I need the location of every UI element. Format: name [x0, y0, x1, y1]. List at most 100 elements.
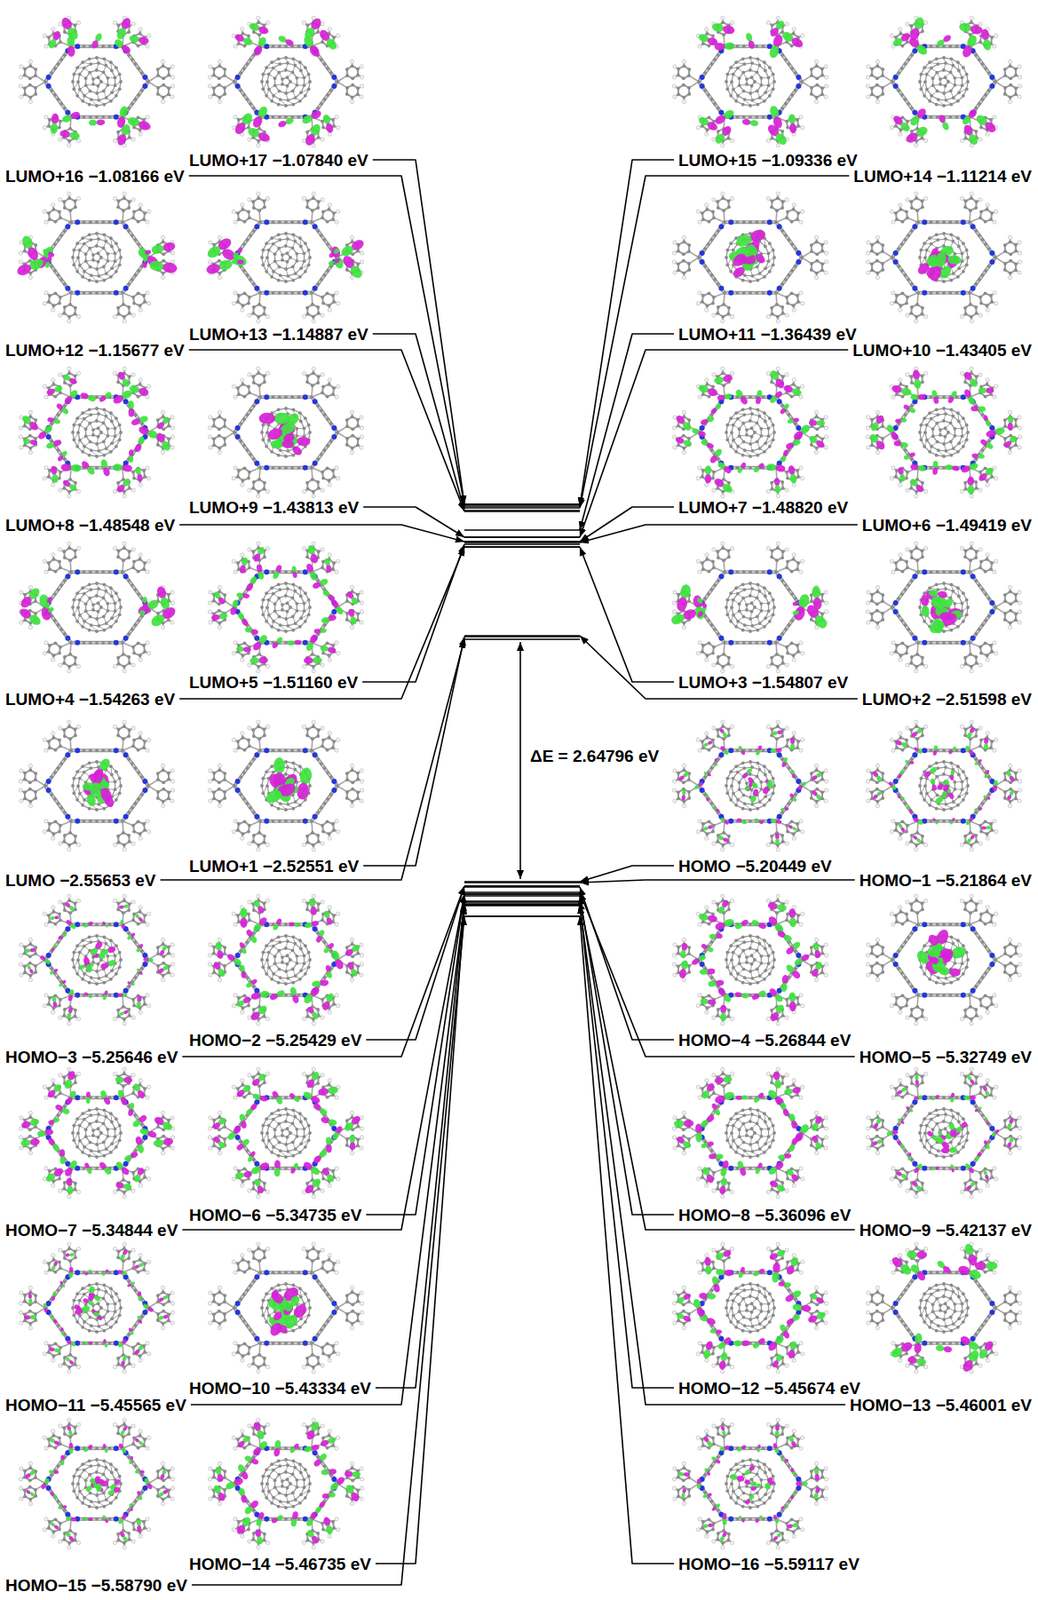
carbon-atom: [54, 291, 58, 295]
carbon-atom: [795, 217, 800, 222]
carbon-atom: [769, 205, 774, 209]
carbon-atom: [763, 69, 768, 73]
carbon-atom: [758, 95, 762, 100]
carbon-atom: [59, 57, 64, 62]
carbon-atom: [950, 63, 955, 68]
carbon-atom: [936, 97, 941, 102]
carbon-atom: [952, 252, 957, 256]
carbon-atom: [736, 291, 740, 295]
carbon-atom: [298, 236, 302, 240]
carbon-atom: [703, 246, 707, 251]
molecule-orbital: [18, 15, 175, 148]
nitrogen-atom: [123, 285, 129, 292]
carbon-atom: [130, 102, 135, 106]
hydrogen-atom: [776, 191, 780, 196]
carbon-atom: [291, 70, 295, 74]
carbon-atom: [748, 55, 753, 60]
carbon-atom: [716, 53, 721, 57]
carbon-atom: [920, 29, 925, 33]
carbon-atom: [983, 242, 988, 246]
carbon-atom: [870, 268, 874, 272]
carbon-atom: [703, 264, 707, 269]
carbon-atom: [110, 90, 114, 95]
carbon-atom: [136, 269, 141, 273]
carbon-atom: [56, 237, 61, 242]
nitrogen-atom: [921, 219, 928, 225]
carbon-atom: [809, 67, 814, 72]
carbon-atom: [316, 135, 321, 140]
carbon-atom: [960, 76, 965, 80]
nitrogen-atom: [795, 250, 801, 256]
carbon-atom: [96, 61, 101, 65]
hydrogen-atom: [898, 132, 903, 136]
carbon-atom: [974, 229, 978, 233]
carbon-atom: [95, 68, 99, 72]
hydrogen-atom: [256, 319, 261, 324]
carbon-atom: [116, 380, 120, 384]
hydrogen-atom: [766, 20, 770, 24]
carbon-atom: [870, 92, 874, 96]
carbon-atom: [113, 83, 118, 88]
carbon-atom: [307, 248, 311, 253]
carbon-atom: [763, 266, 768, 270]
carbon-atom: [899, 303, 904, 308]
carbon-atom: [47, 300, 51, 304]
hydrogen-atom: [721, 15, 725, 20]
carbon-atom: [82, 94, 87, 98]
carbon-atom: [33, 86, 38, 90]
carbon-atom: [113, 76, 118, 80]
hydrogen-atom: [208, 240, 213, 245]
carbon-atom: [1003, 261, 1007, 266]
hydrogen-atom: [122, 319, 127, 324]
carbon-atom: [969, 196, 974, 200]
carbon-atom: [309, 220, 314, 224]
nitrogen-atom: [718, 110, 724, 116]
carbon-atom: [790, 66, 794, 71]
carbon-atom: [707, 44, 712, 48]
carbon-atom: [258, 291, 262, 295]
carbon-atom: [118, 423, 122, 428]
carbon-atom: [114, 241, 119, 246]
carbon-atom: [47, 35, 51, 40]
hydrogen-atom: [992, 220, 997, 224]
carbon-atom: [943, 237, 948, 241]
hydrogen-atom: [42, 476, 47, 481]
carbon-atom: [269, 60, 274, 64]
nitrogen-atom: [795, 74, 801, 80]
nitrogen-atom: [331, 83, 337, 89]
hydrogen-atom: [923, 20, 928, 24]
carbon-atom: [716, 282, 721, 286]
carbon-atom: [131, 215, 135, 220]
carbon-atom: [109, 275, 113, 279]
carbon-atom: [88, 220, 93, 224]
carbon-atom: [134, 237, 138, 242]
hydrogen-atom: [28, 59, 32, 64]
carbon-atom: [787, 97, 792, 102]
carbon-atom: [350, 63, 355, 68]
carbon-atom: [243, 291, 247, 295]
carbon-atom: [325, 220, 330, 224]
carbon-atom: [956, 99, 960, 104]
carbon-atom: [118, 437, 122, 442]
carbon-atom: [88, 237, 93, 242]
hydrogen-atom: [28, 276, 32, 280]
carbon-atom: [288, 255, 293, 260]
carbon-atom: [69, 291, 73, 295]
hydrogen-atom: [217, 100, 222, 104]
carbon-atom: [118, 248, 122, 253]
carbon-atom: [71, 248, 76, 253]
hydrogen-atom: [792, 203, 796, 207]
carbon-atom: [248, 102, 253, 106]
carbon-atom: [974, 106, 978, 111]
carbon-atom: [310, 208, 315, 213]
carbon-atom: [942, 91, 946, 96]
carbon-atom: [103, 414, 108, 419]
carbon-atom: [256, 139, 261, 143]
carbon-atom: [915, 302, 920, 307]
hydrogen-atom: [992, 44, 997, 48]
carbon-atom: [721, 196, 725, 200]
carbon-atom: [316, 30, 320, 34]
carbon-atom: [974, 311, 979, 316]
carbon-atom: [909, 199, 913, 204]
carbon-atom: [136, 93, 141, 97]
